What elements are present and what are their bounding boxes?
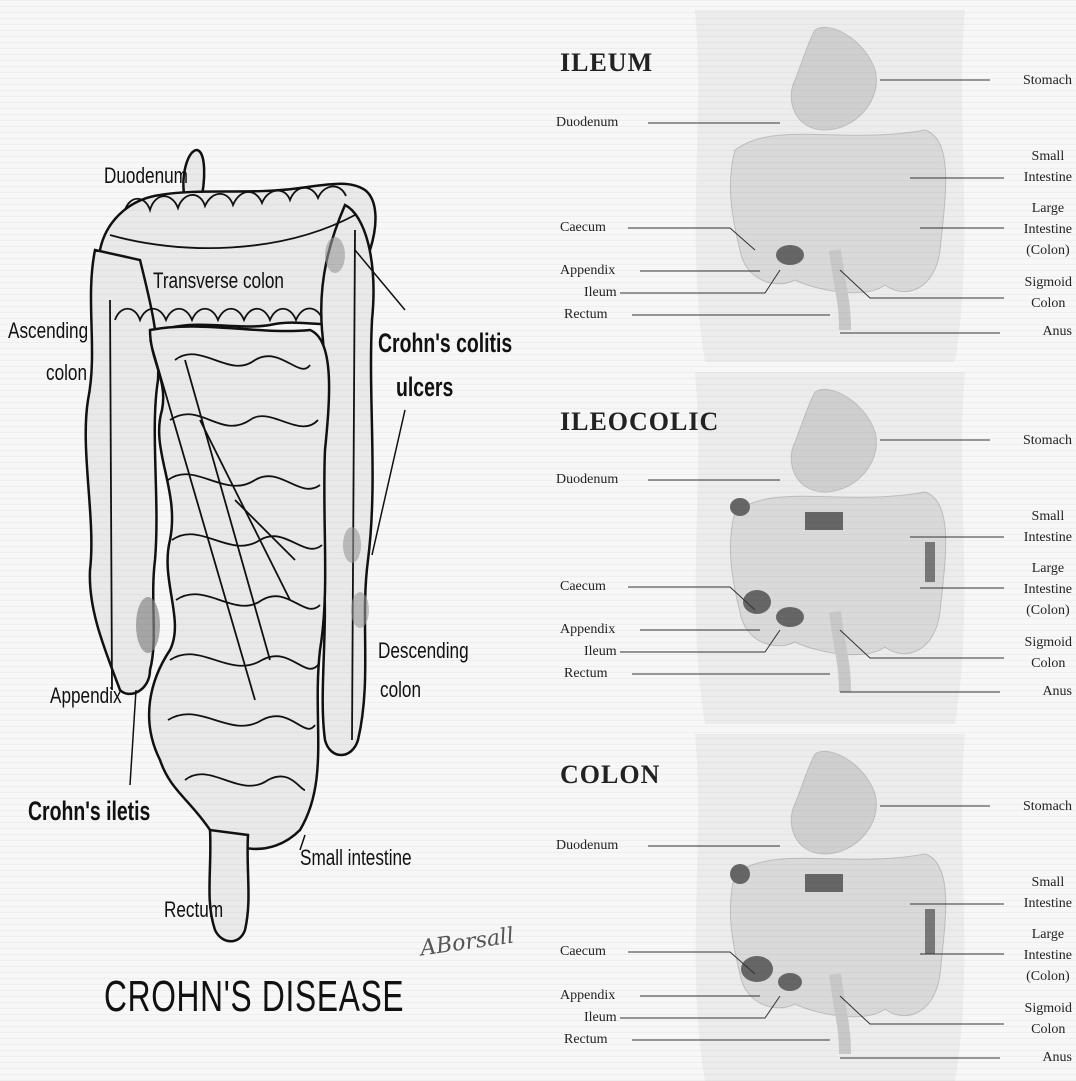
ascending-colon-label-line2: colon: [46, 360, 87, 386]
crohns-colitis-label-line2: ulcers: [396, 372, 453, 403]
ileum-label: Ileum: [584, 284, 617, 302]
panel-title: COLON: [560, 760, 660, 790]
appendix-label: Appendix: [560, 987, 615, 1005]
appendix-label: Appendix: [50, 683, 122, 709]
stomach-label: Stomach: [1023, 430, 1072, 451]
descending-colon-label-line1: Descending: [378, 638, 469, 664]
colitis-ulcer-3: [351, 592, 369, 628]
panel-title: ILEUM: [560, 48, 653, 78]
stomach-label: Stomach: [1023, 796, 1072, 817]
rectum-shape: [209, 830, 248, 941]
small-intestine-shape: [149, 326, 329, 848]
appendix-label: Appendix: [560, 262, 615, 280]
duodenum-label: Duodenum: [104, 163, 188, 189]
stomach-label: Stomach: [1023, 70, 1072, 91]
anus-label: Anus: [1042, 681, 1072, 702]
descending-colon-label-line2: colon: [380, 677, 421, 703]
anus-label: Anus: [1042, 321, 1072, 342]
anus-label: Anus: [1042, 1047, 1072, 1068]
crohns-disease-diagram: Duodenum Transverse colon Ascending colo…: [0, 0, 540, 1081]
transverse-colon-label: Transverse colon: [153, 268, 284, 294]
caecum-label: Caecum: [560, 578, 606, 596]
ileum-label: Ileum: [584, 1009, 617, 1027]
rectum-label: Rectum: [164, 897, 223, 923]
caecum-label: Caecum: [560, 219, 606, 237]
caecum-label: Caecum: [560, 943, 606, 961]
panel-ileocolic: ILEOCOLIC Duodenum Caecum Appendix Ileum…: [540, 362, 1076, 724]
ascending-colon-label-line1: Ascending: [8, 318, 88, 344]
duodenum-label: Duodenum: [556, 114, 618, 132]
intestine-illustration: [0, 0, 540, 1081]
rectum-label: Rectum: [564, 665, 608, 683]
rectum-label: Rectum: [564, 306, 608, 324]
crohns-colitis-label-line1: Crohn's colitis: [378, 328, 512, 359]
crohns-iletis-label: Crohn's iletis: [28, 796, 150, 827]
colitis-ulcer-2: [343, 527, 361, 563]
diagram-title: CROHN'S DISEASE: [104, 972, 404, 1022]
ileitis-lesion: [136, 597, 160, 653]
appendix-label: Appendix: [560, 621, 615, 639]
duodenum-label: Duodenum: [556, 471, 618, 489]
ileum-label: Ileum: [584, 643, 617, 661]
panel-ileum: ILEUM Duodenum Caecum Appendix Ileum Rec…: [540, 0, 1076, 362]
colitis-ulcer-1: [325, 237, 345, 273]
duodenum-label: Duodenum: [556, 837, 618, 855]
rectum-label: Rectum: [564, 1031, 608, 1049]
small-intestine-label: Small intestine: [300, 845, 412, 871]
panel-title: ILEOCOLIC: [560, 407, 719, 437]
panel-colon: COLON Duodenum Caecum Appendix Ileum Rec…: [540, 724, 1076, 1081]
descending-colon-shape: [320, 205, 373, 755]
